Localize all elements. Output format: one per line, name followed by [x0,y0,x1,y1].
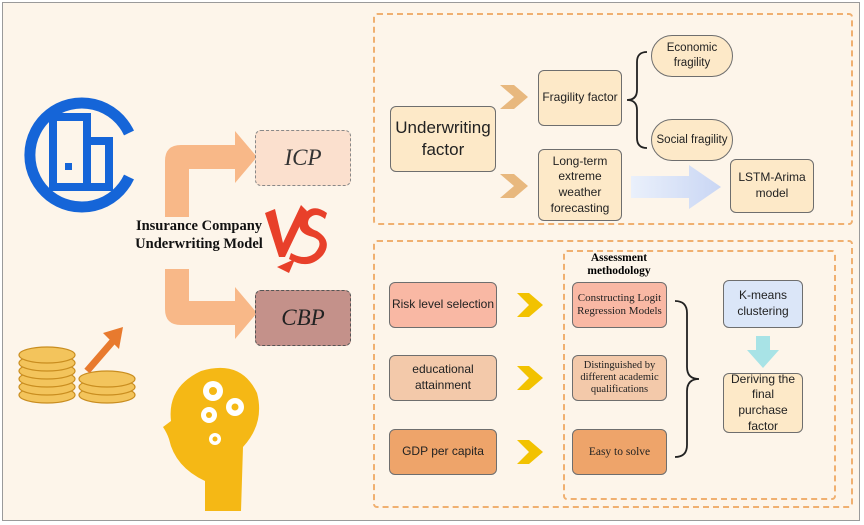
easy-method-label: Easy to solve [588,445,651,458]
arrow-down-icon [747,336,779,368]
brace-icon [626,51,648,149]
weather-forecast-label: Long-term extreme weather forecasting [550,153,610,215]
economic-fragility-label: Economic fragility [666,42,718,69]
model-title: Insurance Company Underwriting Model [121,217,277,253]
education-label: educational attainment [412,362,474,392]
icp-label: ICP [284,145,322,171]
logit-method-label: Constructing Logit Regression Models [577,292,662,317]
kmeans-box: K-means clustering [723,280,803,328]
chevron-right-icon [500,85,528,109]
easy-method-box: Easy to solve [572,429,667,475]
qualification-method-box: Distinguished by different academic qual… [572,355,667,401]
logit-method-box: Constructing Logit Regression Models [572,282,667,328]
chevron-right-icon [500,174,528,198]
lstm-arima-box: LSTM-Arima model [730,159,814,213]
final-factor-box: Deriving the final purchase factor [723,371,803,433]
economic-fragility-node: Economic fragility [651,35,733,77]
vs-icon [265,205,327,273]
cbp-label: CBP [281,305,325,331]
underwriting-factor-box: Underwriting factor [390,106,496,172]
kmeans-label: K-means clustering [737,288,789,318]
weather-forecast-box: Long-term extreme weather forecasting [538,149,622,221]
purchase-panel [373,240,853,508]
chevron-right-icon [517,366,543,390]
underwriting-factor-label: Underwriting factor [395,117,491,159]
underwriting-panel [373,13,853,225]
fragility-factor-label: Fragility factor [542,90,618,105]
gdp-label: GDP per capita [402,444,484,459]
final-factor-label: Deriving the final purchase factor [730,371,796,433]
chevron-right-icon [517,293,543,317]
lstm-arima-label: LSTM-Arima model [738,170,806,200]
arrow-to-cbp [165,269,257,339]
risk-level-label: Risk level selection [391,297,495,312]
assessment-panel [563,250,836,500]
title-line-2: Underwriting Model [135,236,263,252]
arrow-to-lstm [631,165,721,209]
title-line-1: Insurance Company [135,218,263,234]
fragility-factor-box: Fragility factor [538,70,622,126]
coins-growth-icon [18,327,136,404]
social-fragility-label: Social fragility [656,133,728,146]
icp-box: ICP [255,130,351,186]
head-gears-icon [163,367,260,511]
gdp-box: GDP per capita [389,429,497,475]
education-box: educational attainment [389,355,497,401]
building-logo-icon [24,97,134,213]
cbp-box: CBP [255,290,351,346]
qualification-method-label: Distinguished by different academic qual… [580,360,659,395]
chevron-right-icon [517,440,543,464]
arrow-to-icp [165,131,257,217]
risk-level-box: Risk level selection [389,282,497,328]
social-fragility-node: Social fragility [651,119,733,161]
assessment-title: Assessment methodology [573,252,665,278]
brace-icon [674,300,700,458]
